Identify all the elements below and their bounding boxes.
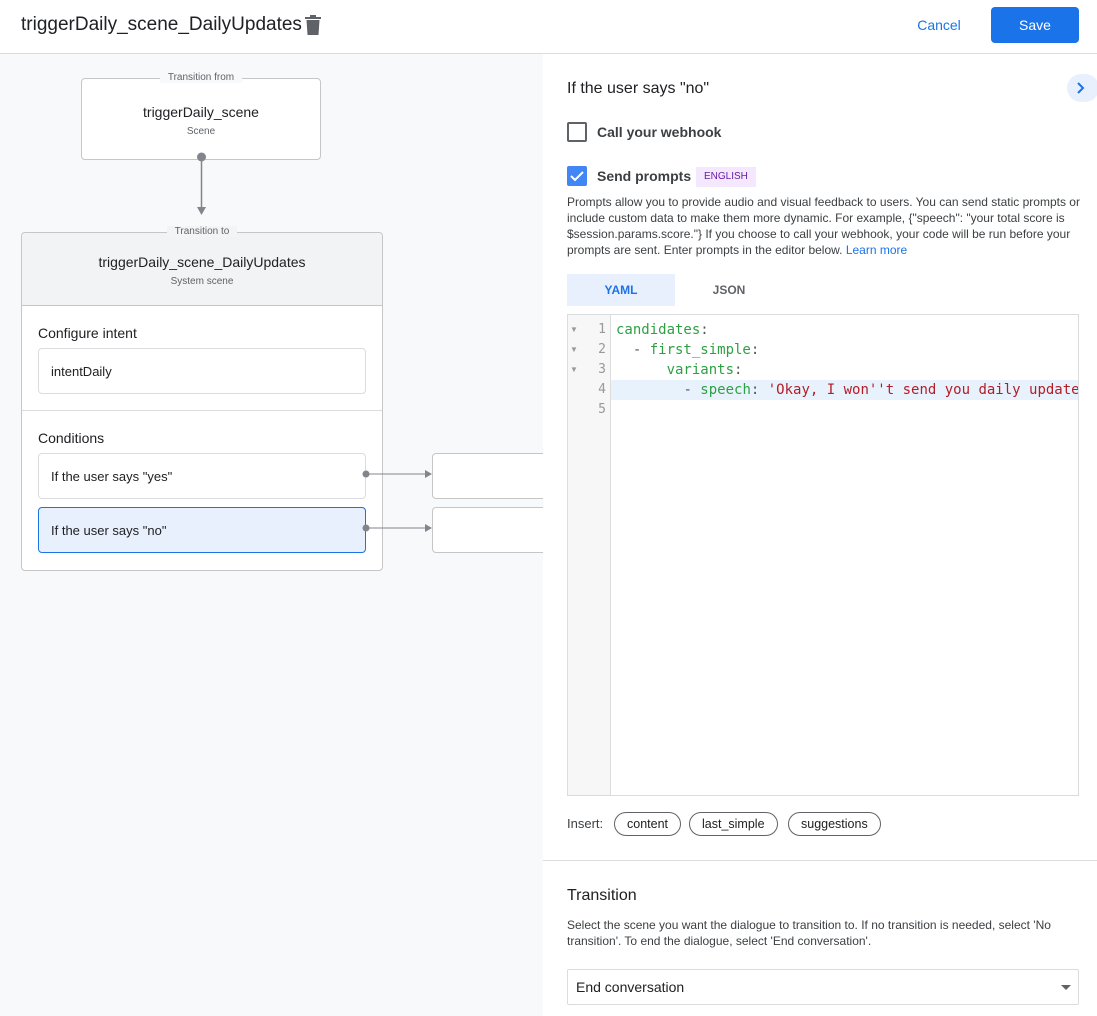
page-title: triggerDaily_scene_DailyUpdates — [21, 14, 302, 35]
transition-select-value: End conversation — [576, 979, 685, 995]
code-colon: : — [750, 342, 760, 358]
save-button[interactable]: Save — [991, 7, 1079, 43]
header: triggerDaily_scene_DailyUpdates Cancel S… — [0, 0, 1097, 54]
fold-icon[interactable]: ▼ — [570, 365, 578, 374]
target-scene-no[interactable] — [432, 507, 543, 553]
cancel-button[interactable]: Cancel — [900, 8, 978, 42]
node-name: triggerDaily_scene_DailyUpdates — [98, 254, 306, 270]
learn-more-link[interactable]: Learn more — [845, 243, 908, 257]
trash-icon[interactable] — [305, 15, 321, 35]
configure-intent-label: Configure intent — [38, 325, 137, 341]
condition-yes[interactable]: If the user says "yes" — [38, 453, 366, 499]
webhook-checkbox[interactable] — [567, 122, 587, 142]
transition-title: Transition — [567, 887, 637, 904]
webhook-label: Call your webhook — [597, 124, 722, 140]
chevron-right-icon — [1077, 82, 1085, 94]
insert-chip-suggestions[interactable]: suggestions — [788, 812, 881, 836]
node-name: triggerDaily_scene — [143, 104, 259, 120]
active-line — [611, 380, 1078, 400]
transition-description: Select the scene you want the dialogue t… — [567, 918, 1051, 948]
line-number: 5 — [598, 402, 606, 417]
code-key: speech — [700, 382, 751, 398]
transition-arrow — [197, 152, 206, 215]
target-scene-yes[interactable] — [432, 453, 543, 499]
check-icon — [570, 171, 584, 182]
node-type: Scene — [186, 126, 216, 137]
insert-label: Insert: — [567, 816, 604, 831]
intent-field[interactable]: intentDaily — [38, 348, 366, 394]
collapse-panel-button[interactable] — [1067, 74, 1097, 102]
panel-title: If the user says "no" — [567, 80, 710, 97]
divider — [543, 860, 1097, 861]
code-key: candidates — [616, 322, 701, 338]
node-type: System scene — [170, 276, 234, 287]
divider — [22, 410, 382, 411]
code-dash: - — [632, 342, 650, 358]
code-line — [611, 400, 1078, 420]
send-prompts-label: Send prompts — [597, 168, 692, 184]
tab-yaml[interactable]: YAML — [567, 274, 675, 306]
fold-icon[interactable]: ▼ — [570, 345, 578, 354]
node-legend: Transition from — [159, 72, 243, 83]
transition-select[interactable]: End conversation — [567, 969, 1079, 1005]
line-number: 2 — [598, 342, 606, 357]
editor-gutter: ▼ ▼ ▼ 1 2 3 4 5 — [568, 315, 611, 795]
line-number: 3 — [598, 362, 606, 377]
transition-from-node[interactable]: Transition from triggerDaily_scene Scene — [81, 72, 321, 160]
conditions-label: Conditions — [38, 430, 105, 446]
dropdown-arrow-icon — [1061, 985, 1071, 990]
code-value: 'Okay, I won''t send you daily updates.' — [767, 382, 1079, 398]
code-line: - speech: 'Okay, I won''t send you daily… — [611, 380, 1078, 400]
code-colon: : — [700, 322, 709, 338]
condition-no[interactable]: If the user says "no" — [38, 507, 366, 553]
code-indent — [616, 382, 683, 398]
node-legend: Transition to — [166, 226, 238, 237]
code-indent — [616, 342, 633, 358]
prompts-description: Prompts allow you to provide audio and v… — [567, 194, 1082, 258]
line-number: 4 — [598, 382, 606, 397]
language-badge: ENGLISH — [696, 167, 756, 187]
code-key: first_simple — [649, 342, 751, 358]
code-colon: : — [734, 362, 743, 378]
condition-connectors — [362, 470, 432, 532]
line-number: 1 — [598, 322, 606, 337]
fold-icon[interactable]: ▼ — [570, 325, 578, 334]
condition-panel: If the user says "no" Call your webhook … — [543, 54, 1097, 1016]
insert-chip-last-simple[interactable]: last_simple — [689, 812, 778, 836]
code-line: - first_simple: — [611, 340, 1078, 360]
transition-to-node: Transition to triggerDaily_scene_DailyUp… — [21, 226, 383, 571]
tab-json[interactable]: JSON — [712, 283, 746, 297]
code-line: variants: — [611, 360, 1078, 380]
code-colon: : — [750, 382, 768, 398]
description-text: Prompts allow you to provide audio and v… — [567, 195, 1080, 257]
code-line: candidates: — [611, 320, 1078, 340]
code-indent — [616, 362, 667, 378]
scene-canvas: Transition from triggerDaily_scene Scene… — [0, 54, 543, 1016]
send-prompts-checkbox[interactable] — [567, 166, 587, 186]
code-dash: - — [683, 382, 701, 398]
editor-content: candidates: - first_simple: variants: - … — [611, 315, 1078, 795]
code-key: variants — [666, 362, 735, 378]
insert-chip-content[interactable]: content — [614, 812, 682, 836]
code-editor[interactable]: ▼ ▼ ▼ 1 2 3 4 5 candidates: - first_simp… — [567, 314, 1079, 796]
